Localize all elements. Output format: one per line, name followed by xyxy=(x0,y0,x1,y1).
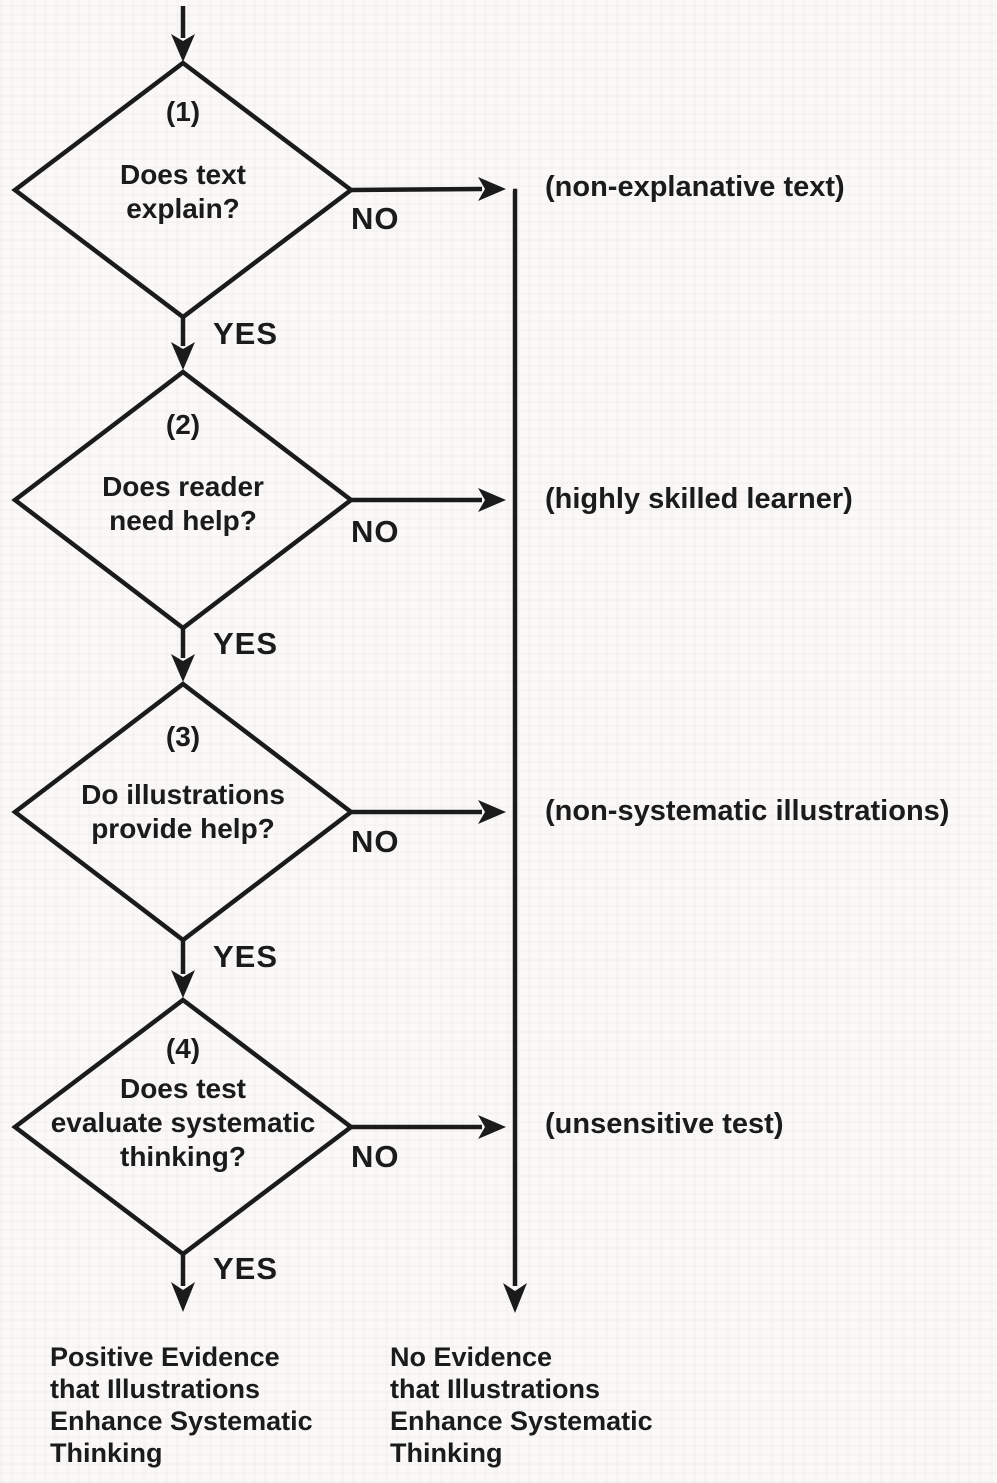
decision-1-no-label: NO xyxy=(351,201,400,236)
decision-4-number: (4) xyxy=(165,1033,201,1064)
entry-arrow-head xyxy=(171,34,195,62)
decision-3-question-line-2: provide help? xyxy=(91,813,275,844)
decision-2-number: (2) xyxy=(165,409,201,440)
decision-4-yes-label: YES xyxy=(213,1251,279,1286)
no-arrow-3-head xyxy=(478,800,506,824)
terminal-positive-line-4: Thinking xyxy=(50,1438,163,1468)
decision-3-no-label: NO xyxy=(351,824,400,859)
no-arrow-4-head xyxy=(478,1115,506,1139)
decision-4-question-line-2: evaluate systematic xyxy=(50,1107,316,1138)
terminal-negative-line-1: No Evidence xyxy=(390,1342,553,1372)
decision-2-question-line-1: Does reader xyxy=(102,471,264,502)
decision-4-question-line-3: thinking? xyxy=(120,1141,246,1172)
yes-arrow-4-head xyxy=(171,1282,195,1312)
decision-2-yes-label: YES xyxy=(213,626,279,661)
decision-3-outcome: (non-systematic illustrations) xyxy=(545,795,950,827)
terminal-positive-line-2: that Illustrations xyxy=(50,1374,261,1404)
terminal-positive-evidence: Positive Evidence that Illustrations Enh… xyxy=(50,1341,313,1469)
yes-arrow-3-head xyxy=(171,970,195,998)
terminal-positive-line-3: Enhance Systematic xyxy=(50,1406,313,1436)
decision-1-number: (1) xyxy=(165,96,201,127)
no-arrow-1-head xyxy=(478,177,506,201)
terminal-no-evidence: No Evidence that Illustrations Enhance S… xyxy=(390,1341,653,1469)
terminal-negative-line-3: Enhance Systematic xyxy=(390,1406,653,1436)
decision-1-question-line-2: explain? xyxy=(126,193,240,224)
terminal-negative-line-2: that Illustrations xyxy=(390,1374,601,1404)
decision-1-outcome: (non-explanative text) xyxy=(545,171,845,203)
decision-3-number: (3) xyxy=(165,721,201,752)
decision-3-question-line-1: Do illustrations xyxy=(81,779,285,810)
decision-1-question-line-1: Does text xyxy=(119,159,247,190)
decision-2-outcome: (highly skilled learner) xyxy=(545,483,853,515)
decision-4-no-label: NO xyxy=(351,1139,400,1174)
decision-4-question: Does test evaluate systematic thinking? xyxy=(15,1072,351,1174)
decision-1-question: Does text explain? xyxy=(15,158,351,226)
yes-arrow-2-head xyxy=(171,654,195,682)
decision-1-yes-label: YES xyxy=(213,316,279,351)
decision-2-no-label: NO xyxy=(351,514,400,549)
terminal-negative-line-4: Thinking xyxy=(390,1438,503,1468)
decision-2-question: Does reader need help? xyxy=(15,470,351,538)
terminal-positive-line-1: Positive Evidence xyxy=(50,1342,280,1372)
collector-arrow-head xyxy=(503,1283,527,1313)
decision-3-question: Do illustrations provide help? xyxy=(15,778,351,846)
decision-3-yes-label: YES xyxy=(213,939,279,974)
yes-arrow-1-head xyxy=(171,342,195,370)
decision-4-outcome: (unsensitive test) xyxy=(545,1108,784,1140)
decision-4-question-line-1: Does test xyxy=(119,1073,247,1104)
decision-2-question-line-2: need help? xyxy=(109,505,257,536)
collector-line xyxy=(512,188,518,1286)
no-arrow-1-line xyxy=(350,186,483,193)
no-arrow-2-head xyxy=(478,488,506,512)
